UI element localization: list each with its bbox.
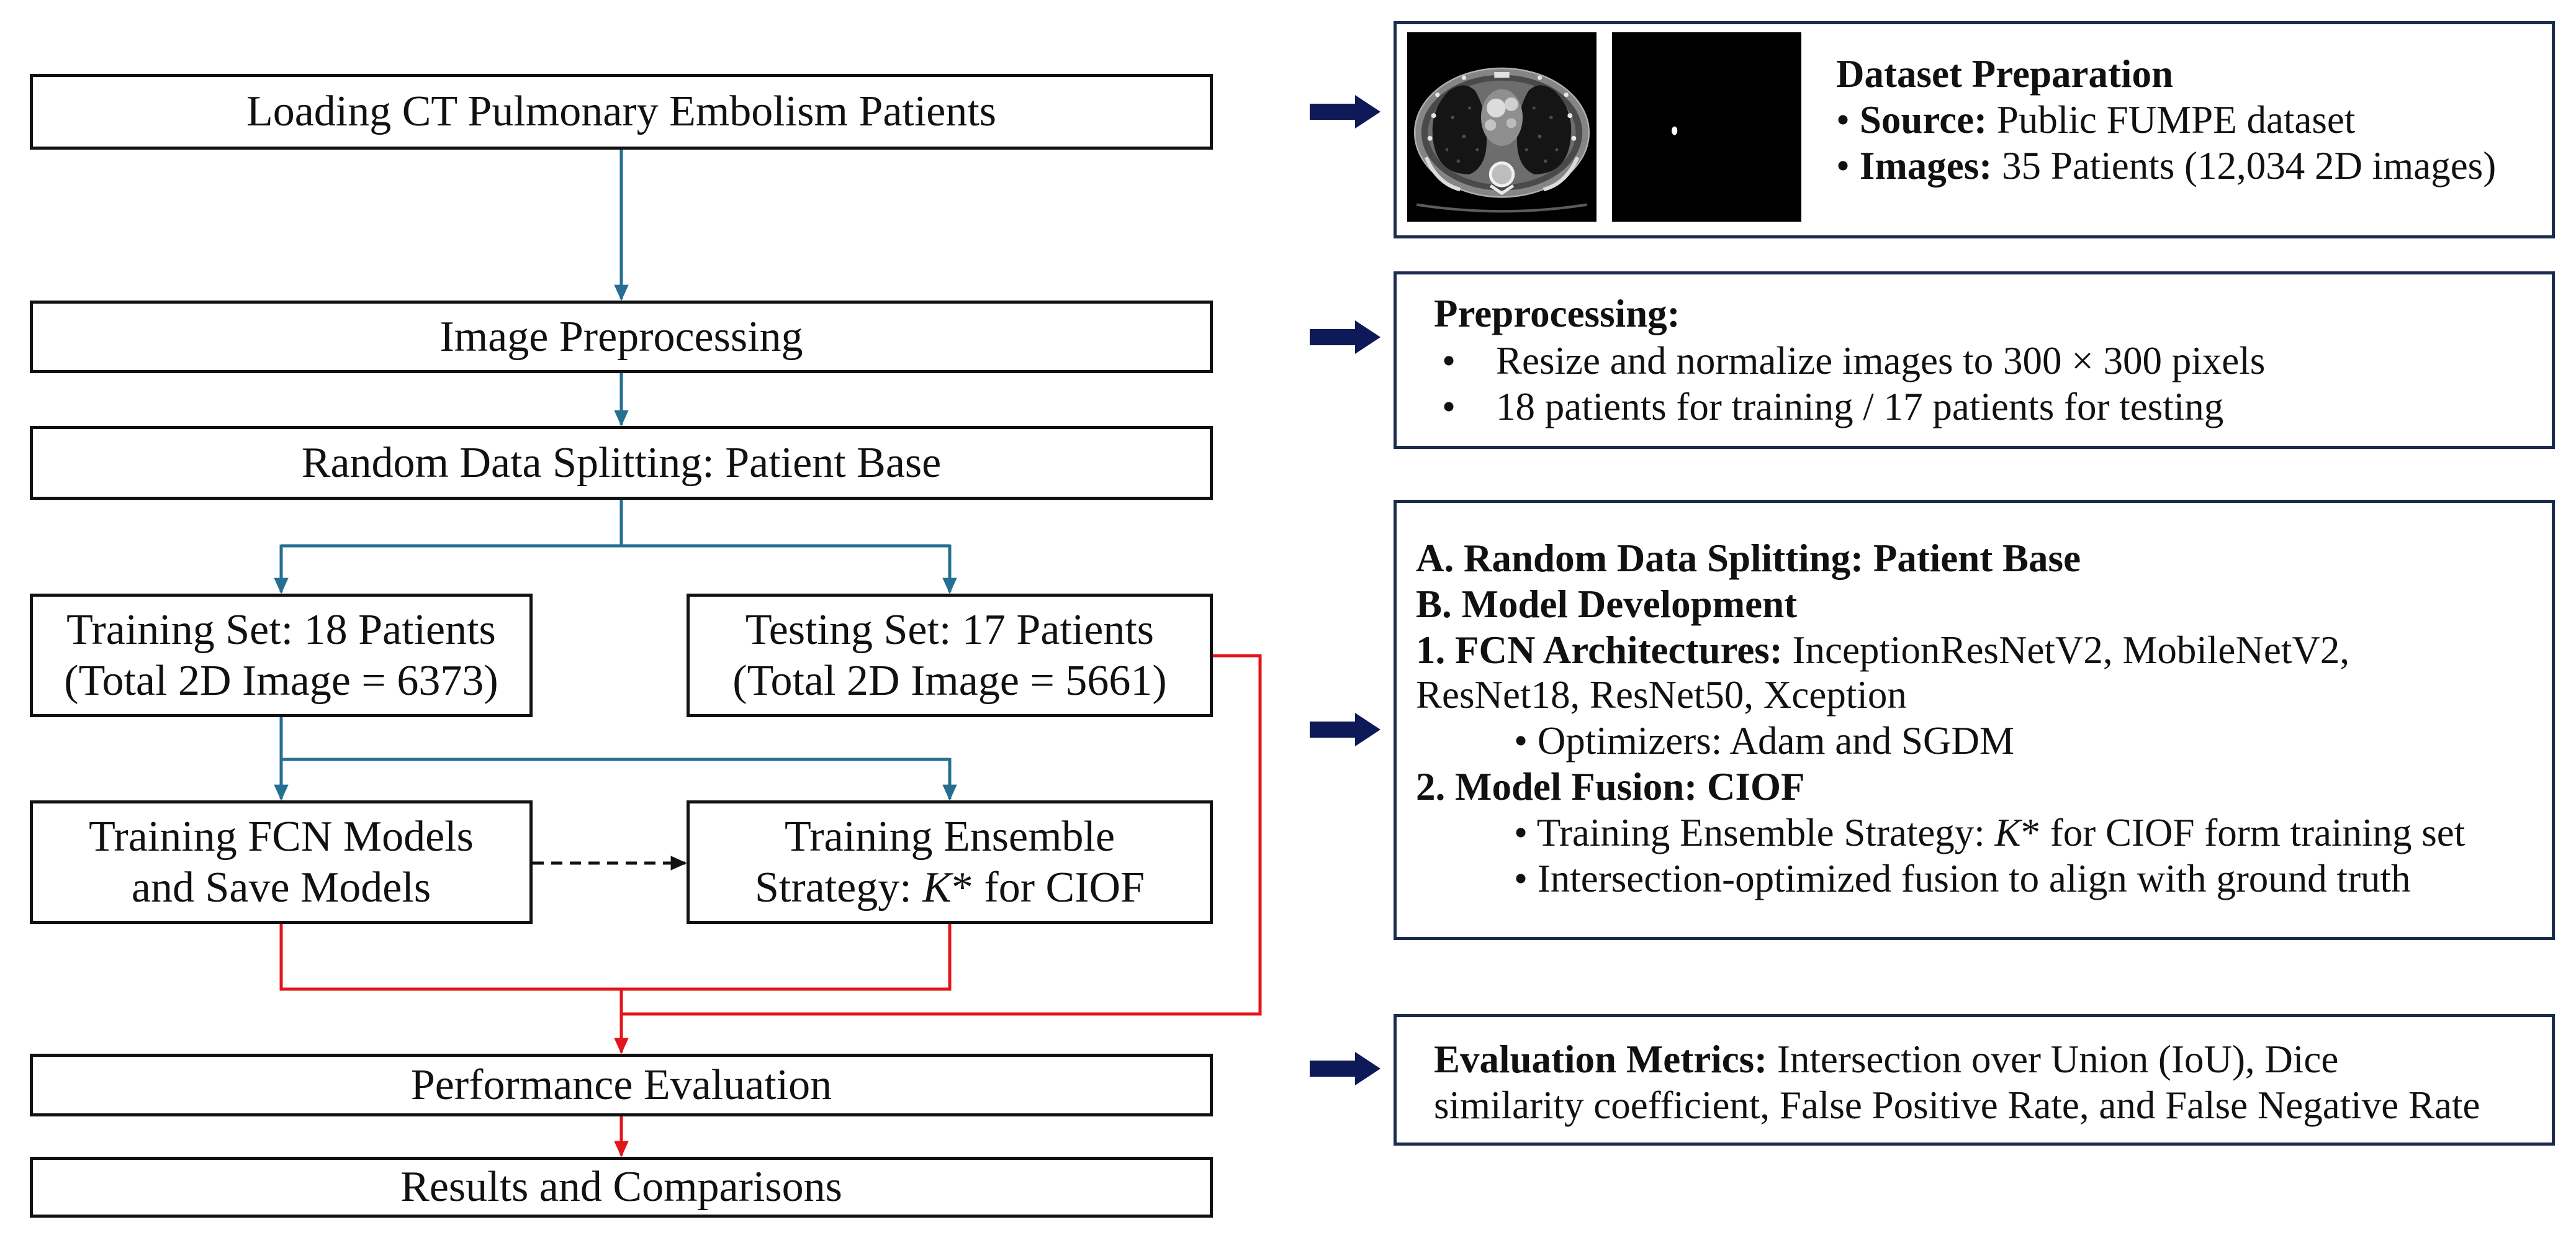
label-italic-symbol: K (922, 863, 952, 912)
node-testing-set: Testing Set: 17 Patients (Total 2D Image… (687, 594, 1213, 717)
heading-text: 2. Model Fusion: CIOF (1416, 765, 1805, 808)
bullet: • (1514, 857, 1528, 900)
item-text: Intersection-optimized fusion to align w… (1537, 857, 2411, 900)
fcn-architectures-continued: ResNet18, ResNet50, Xception (1416, 673, 1907, 717)
item-italic-symbol: K (1994, 811, 2021, 854)
item-text: Training Ensemble Strategy: (1536, 811, 1985, 854)
node-label-line2: Strategy: K* for CIOF (755, 862, 1145, 913)
node-performance-evaluation: Performance Evaluation (30, 1054, 1213, 1116)
evaluation-line2: similarity coefficient, False Positive R… (1434, 1084, 2480, 1127)
item-value: InceptionResNetV2, MobileNetV2, (1792, 628, 2350, 672)
item-label: Evaluation Metrics: (1434, 1038, 1768, 1081)
node-label-line1: Training Set: 18 Patients (66, 605, 496, 654)
bullet: • (1442, 339, 1456, 382)
dataset-images-item: • Images: 35 Patients (12,034 2D images) (1836, 143, 2496, 189)
bullet: • (1514, 719, 1528, 763)
item-text: * for CIOF form training set (2020, 811, 2466, 854)
node-label-line2: (Total 2D Image = 5661) (732, 656, 1167, 705)
node-label: Loading CT Pulmonary Embolism Patients (246, 88, 997, 135)
heading-text: B. Model Development (1416, 582, 1798, 626)
dataset-source-item: • Source: Public FUMPE dataset (1836, 97, 2355, 143)
segmentation-mask-image (1612, 32, 1801, 222)
bullet: • (1442, 385, 1456, 428)
bullet: • (1514, 811, 1528, 854)
node-label-line2: (Total 2D Image = 6373) (64, 656, 498, 705)
panel-preprocessing: Preprocessing: • Resize and normalize im… (1394, 271, 2555, 449)
panel-arrow-evaluation (1310, 1052, 1380, 1085)
node-loading-patients: Loading CT Pulmonary Embolism Patients (30, 74, 1213, 150)
node-training-fcn-models: Training FCN Models and Save Models (30, 800, 533, 924)
heading-random-splitting: A. Random Data Splitting: Patient Base (1416, 535, 2081, 581)
node-label-line1: Testing Set: 17 Patients (745, 605, 1155, 654)
item-label: Source: (1859, 98, 1988, 142)
line-models-to-merge (279, 924, 952, 991)
panel-dataset-preparation: Dataset Preparation • Source: Public FUM… (1394, 21, 2555, 238)
bullet: • (1836, 144, 1850, 188)
evaluation-line1: Evaluation Metrics: Intersection over Un… (1434, 1036, 2338, 1082)
node-data-splitting: Random Data Splitting: Patient Base (30, 426, 1213, 500)
heading-model-development: B. Model Development (1416, 581, 1797, 627)
panel-arrow-preprocessing (1310, 320, 1380, 354)
preprocessing-item-resize: Resize and normalize images to 300 × 300… (1496, 339, 2266, 382)
label-text: Strategy: (754, 863, 912, 912)
item-label: 1. FCN Architectures: (1416, 628, 1783, 672)
optimizers-item: • Optimizers: Adam and SGDM (1514, 718, 2014, 764)
preprocessing-title: Preprocessing: (1434, 291, 1680, 337)
panel-arrow-dataset (1310, 95, 1380, 129)
item-value: 35 Patients (12,034 2D images) (2002, 144, 2497, 188)
fusion-item-intersection: • Intersection-optimized fusion to align… (1514, 856, 2411, 902)
node-label: Random Data Splitting: Patient Base (301, 438, 942, 487)
heading-model-fusion: 2. Model Fusion: CIOF (1416, 764, 1805, 810)
dataset-title: Dataset Preparation (1836, 51, 2173, 97)
panel-title: Dataset Preparation (1836, 52, 2173, 96)
node-image-preprocessing: Image Preprocessing (30, 301, 1213, 373)
item-label: Images: (1859, 144, 1993, 188)
panel-arrow-model (1310, 713, 1380, 746)
node-results-comparisons: Results and Comparisons (30, 1157, 1213, 1218)
node-label-line2: and Save Models (131, 863, 431, 912)
panel-title: Preprocessing: (1434, 292, 1680, 335)
item-text: Optimizers: Adam and SGDM (1537, 719, 2014, 763)
preprocessing-item-split: 18 patients for training / 17 patients f… (1496, 385, 2224, 428)
fcn-architectures-line: 1. FCN Architectures: InceptionResNetV2,… (1416, 627, 2349, 673)
item-value: Intersection over Union (IoU), Dice (1777, 1038, 2339, 1081)
panel-model-development: A. Random Data Splitting: Patient Base B… (1394, 500, 2555, 940)
bullet: • (1836, 98, 1850, 142)
panel-evaluation-metrics: Evaluation Metrics: Intersection over Un… (1394, 1014, 2555, 1146)
item-value: Public FUMPE dataset (1996, 98, 2356, 142)
line-testing-set-to-evaluation (621, 654, 1262, 1016)
node-training-ensemble: Training Ensemble Strategy: K* for CIOF (687, 800, 1213, 924)
heading-text: A. Random Data Splitting: Patient Base (1416, 536, 2081, 580)
label-text: * for CIOF (951, 863, 1145, 912)
node-training-set: Training Set: 18 Patients (Total 2D Imag… (30, 594, 533, 717)
fusion-item-ensemble: • Training Ensemble Strategy: K* for CIO… (1514, 810, 2465, 856)
node-label: Results and Comparisons (400, 1163, 842, 1211)
node-label: Image Preprocessing (439, 312, 803, 361)
node-label: Performance Evaluation (410, 1061, 832, 1109)
node-label-line1: Training Ensemble (784, 812, 1115, 861)
node-label-line1: Training FCN Models (89, 812, 474, 861)
ct-scan-image (1407, 32, 1596, 222)
